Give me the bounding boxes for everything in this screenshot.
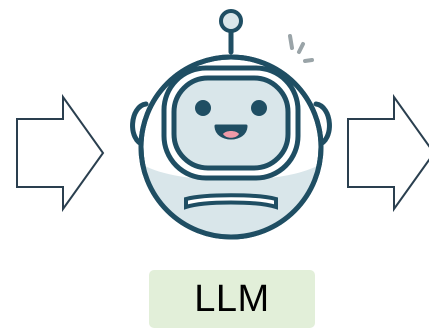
llm-label: LLM [149, 270, 315, 328]
robot-head-outline [138, 54, 324, 240]
spark-mark [303, 58, 314, 63]
robot-tongue [223, 131, 239, 138]
left-arrow-icon [16, 93, 105, 213]
robot-right-eye [251, 100, 267, 116]
robot-icon [130, 9, 332, 240]
robot-neck-band [184, 193, 278, 210]
spark-mark [297, 42, 305, 54]
robot-antenna-ball [219, 9, 243, 33]
right-arrow-icon [347, 93, 429, 213]
robot-left-eye [195, 100, 211, 116]
robot-visor [171, 75, 291, 171]
spark-mark [288, 34, 294, 50]
